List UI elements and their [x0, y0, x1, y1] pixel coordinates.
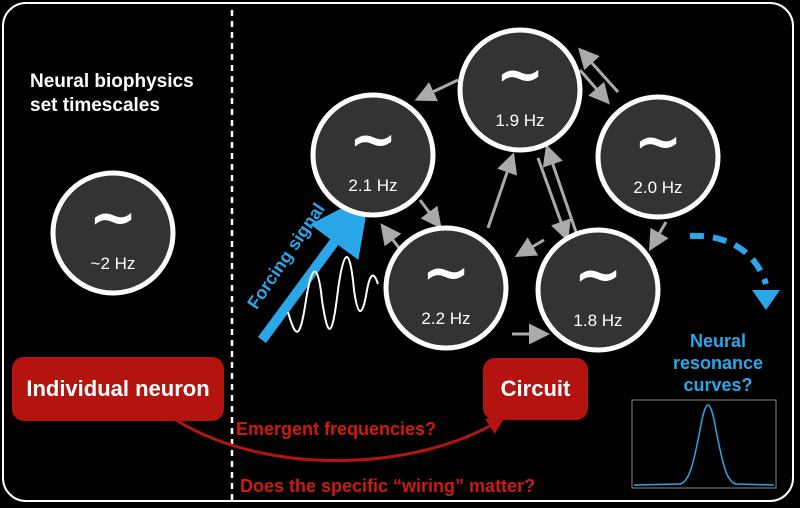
- circuit-node-b-freq-label: 1.9 Hz: [495, 111, 544, 130]
- circuit-node-b: ~1.9 Hz: [457, 27, 583, 153]
- single-neuron-node-freq-label: ~2 Hz: [91, 254, 136, 273]
- individual-neuron-label: Individual neuron: [26, 376, 210, 401]
- circuit-node-d: ~2.2 Hz: [383, 225, 509, 351]
- circuit-node-a-freq-label: 2.1 Hz: [348, 176, 397, 195]
- circuit-node-c-freq-label: 2.0 Hz: [633, 178, 682, 197]
- circuit-node-c: ~2.0 Hz: [595, 94, 721, 220]
- intro-text: Neural biophysics set timescales: [30, 70, 194, 118]
- resonance-line-1: Neural: [689, 331, 747, 351]
- arrow-b-to-c: [578, 69, 610, 105]
- wiring-label: Does the specific “wiring” matter?: [240, 476, 536, 496]
- arrow-c-to-e: [648, 221, 669, 252]
- resonance-curves-label: Neural resonance curves?: [656, 330, 780, 396]
- forcing-arrow: [257, 193, 370, 343]
- forcing-sinusoid: [287, 256, 379, 333]
- arrow-e-to-b: [542, 144, 578, 233]
- circuit-node-d-freq-label: 2.2 Hz: [421, 309, 470, 328]
- circuit-node-e-tilde-glyph: ~: [574, 240, 623, 308]
- resonance-arrow: [689, 232, 769, 285]
- red-arrow: [175, 416, 506, 463]
- single-neuron-node: ~ ~2 Hz: [50, 170, 176, 296]
- circuit-node-c-circle: [595, 94, 721, 220]
- arrow-c-to-b: [577, 47, 620, 94]
- circuit-node-e: ~1.8 Hz: [535, 227, 661, 353]
- circuit-node-a-circle: [310, 92, 436, 218]
- emergent-frequencies-label: Emergent frequencies?: [236, 419, 437, 439]
- intro-line-2: set timescales: [30, 95, 160, 116]
- resonance-curve: [633, 404, 775, 486]
- resonance-curve-inset: [631, 399, 777, 489]
- arrow-e-to-d: [514, 237, 545, 258]
- circuit-node-a: ~2.1 Hz: [310, 92, 436, 218]
- circuit-arrows: [380, 47, 669, 345]
- circuit-node-b-circle: [457, 27, 583, 153]
- circuit-label: Circuit: [500, 376, 571, 401]
- arrow-d-to-b: [486, 152, 518, 229]
- circuit-node-c-tilde-glyph: ~: [634, 107, 683, 175]
- arrow-b-to-e: [536, 157, 571, 242]
- circuit-node-a-tilde-glyph: ~: [349, 105, 398, 173]
- circuit-node-e-circle: [535, 227, 661, 353]
- intro-line-1: Neural biophysics: [30, 71, 194, 92]
- resonance-line-2: resonance: [672, 353, 764, 373]
- resonance-line-3: curves?: [683, 375, 753, 395]
- circuit-box: Circuit: [483, 358, 588, 420]
- circuit-node-b-tilde-glyph: ~: [496, 40, 545, 108]
- single-neuron-node-tilde-glyph: ~: [89, 183, 138, 251]
- circuit-node-d-circle: [383, 225, 509, 351]
- circuit-node-e-freq-label: 1.8 Hz: [573, 311, 622, 330]
- resonance-arrowhead: [752, 290, 780, 310]
- arrow-b-to-a: [414, 78, 459, 102]
- outer-frame: [2, 2, 794, 502]
- arrow-a-to-d: [418, 199, 442, 229]
- individual-neuron-box: Individual neuron: [12, 357, 224, 421]
- single-neuron-node-circle: [50, 170, 176, 296]
- circuit-node-d-tilde-glyph: ~: [422, 238, 471, 306]
